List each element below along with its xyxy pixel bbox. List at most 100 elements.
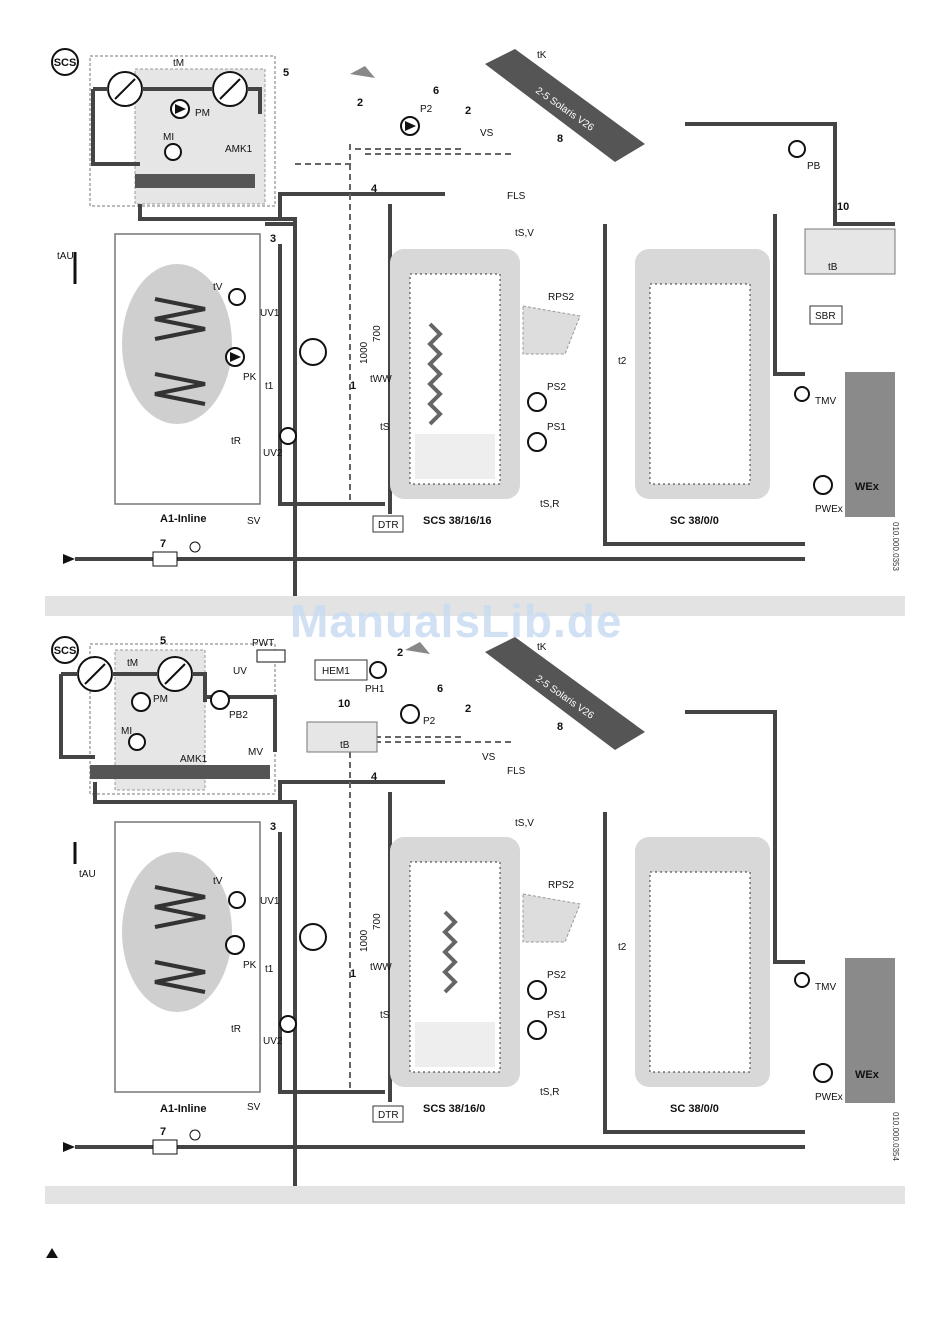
scs-badge bbox=[51, 636, 79, 664]
sbr-box bbox=[809, 305, 843, 325]
label-tR: tR bbox=[231, 436, 241, 447]
label-PS2: PS2 bbox=[547, 382, 566, 393]
label-RPS2: RPS2 bbox=[548, 292, 575, 303]
label-PS1: PS1 bbox=[547, 422, 566, 433]
label-2-circulation: 2 bbox=[465, 105, 471, 117]
label-VS: VS bbox=[482, 752, 496, 763]
schematic-svg-2: SCS 5 tM PM MI AMK1 PWT UV PB2 MV HEM1 P… bbox=[51, 635, 895, 1192]
tmv-valve-icon bbox=[794, 972, 810, 988]
label-TMV: TMV bbox=[815, 396, 836, 407]
label-AMK1: AMK1 bbox=[225, 144, 253, 155]
control-box-outline bbox=[89, 55, 276, 207]
solar-pump-2-icon bbox=[527, 392, 547, 412]
label-tB: tB bbox=[340, 740, 350, 751]
wex-unit bbox=[845, 958, 895, 1103]
rps2-unit bbox=[522, 305, 581, 355]
label-2-circulation: 2 bbox=[465, 703, 471, 715]
label-VS: VS bbox=[480, 128, 494, 139]
label-tV: tV bbox=[213, 282, 223, 293]
label-A1-inline: A1-Inline bbox=[160, 513, 206, 525]
label-tAU: tAU bbox=[57, 251, 74, 262]
label-AMK1: AMK1 bbox=[180, 754, 208, 765]
solar-pump-2-icon bbox=[527, 980, 547, 1000]
label-3: 3 bbox=[270, 821, 276, 833]
label-PM: PM bbox=[153, 694, 168, 705]
caption-strip-1 bbox=[45, 596, 905, 616]
label-7-inlet: 7 bbox=[160, 1126, 166, 1138]
label-tM: tM bbox=[173, 58, 184, 69]
mixing-pump-icon bbox=[131, 692, 151, 712]
mixer-motor-icon bbox=[128, 733, 146, 751]
label-SV: SV bbox=[247, 516, 261, 527]
uv1-valve-icon bbox=[228, 891, 246, 909]
wex-pump-icon bbox=[813, 475, 833, 495]
solar-collector bbox=[485, 49, 645, 162]
plate-exchanger-icon bbox=[256, 649, 286, 663]
wex-pump-icon bbox=[813, 1063, 833, 1083]
circulation-pump-icon bbox=[400, 704, 420, 724]
label-8: 8 bbox=[557, 133, 563, 145]
pool-basin bbox=[306, 721, 378, 753]
pool-pump-b2-icon bbox=[210, 690, 230, 710]
label-WEx: WEx bbox=[855, 481, 880, 493]
label-FLS: FLS bbox=[507, 191, 526, 202]
hem1-box bbox=[314, 659, 368, 681]
label-UV: UV bbox=[233, 666, 247, 677]
label-tV: tV bbox=[213, 876, 223, 887]
label-700: 700 bbox=[372, 913, 383, 930]
inlet-check-valve-icon bbox=[152, 551, 178, 567]
label-tSR: tS,R bbox=[540, 1087, 559, 1098]
label-t2: t2 bbox=[618, 356, 627, 367]
label-tSR: tS,R bbox=[540, 499, 559, 510]
manifold-bar bbox=[135, 174, 255, 188]
label-A1-inline: A1-Inline bbox=[160, 1103, 206, 1115]
solar-collector bbox=[485, 637, 645, 750]
caption-strip-2 bbox=[45, 1186, 905, 1204]
label-tR: tR bbox=[231, 1024, 241, 1035]
label-8: 8 bbox=[557, 721, 563, 733]
pressure-gauge-icon bbox=[189, 541, 201, 553]
inlet-check-valve-icon bbox=[152, 1139, 178, 1155]
label-tB: tB bbox=[828, 262, 838, 273]
watermark: ManualsLib.de bbox=[290, 595, 623, 647]
heat-pump-h1-icon bbox=[369, 661, 387, 679]
label-MI: MI bbox=[121, 726, 132, 737]
pipework bbox=[59, 672, 805, 1192]
pool-basin bbox=[804, 228, 896, 275]
label-1: 1 bbox=[350, 968, 356, 980]
shower-head-icon bbox=[350, 66, 375, 78]
pool-pump-icon bbox=[788, 140, 806, 158]
pressure-gauge-icon bbox=[189, 1129, 201, 1141]
solar-pump-1-icon bbox=[527, 1020, 547, 1040]
label-tank-scs: SCS 38/16/16 bbox=[423, 515, 492, 527]
expansion-vessel-icon bbox=[299, 923, 327, 951]
label-PWT: PWT bbox=[252, 638, 274, 649]
label-4: 4 bbox=[371, 771, 378, 783]
doc-id-1: 010.000.0353 bbox=[891, 522, 900, 571]
label-tAU: tAU bbox=[79, 869, 96, 880]
solar-pump-1-icon bbox=[527, 432, 547, 452]
label-tS: tS bbox=[380, 422, 390, 433]
manifold-bar bbox=[90, 765, 270, 779]
label-UV2: UV2 bbox=[263, 448, 283, 459]
cold-water-inlet-arrow bbox=[63, 1142, 75, 1152]
expansion-vessel-icon bbox=[299, 338, 327, 366]
rps2-unit bbox=[522, 893, 581, 943]
label-tSV: tS,V bbox=[515, 818, 534, 829]
label-RPS2: RPS2 bbox=[548, 880, 575, 891]
label-700: 700 bbox=[372, 325, 383, 342]
label-tK: tK bbox=[537, 642, 547, 653]
label-t1: t1 bbox=[265, 964, 274, 975]
label-PK: PK bbox=[243, 960, 257, 971]
label-P2: P2 bbox=[423, 716, 436, 727]
label-tK: tK bbox=[537, 50, 547, 61]
scs-badge-label: SCS bbox=[54, 645, 77, 657]
label-2-shower: 2 bbox=[397, 647, 403, 659]
label-7-inlet: 7 bbox=[160, 538, 166, 550]
schematic-svg-1: SCS tM PM MI AMK1 5 tAU tV UV1 PK tR t1 … bbox=[51, 48, 896, 604]
label-MV: MV bbox=[248, 747, 263, 758]
label-tM: tM bbox=[127, 658, 138, 669]
label-tank-sc: SC 38/0/0 bbox=[670, 1103, 719, 1115]
label-PB2: PB2 bbox=[229, 710, 248, 721]
label-10: 10 bbox=[338, 698, 350, 710]
